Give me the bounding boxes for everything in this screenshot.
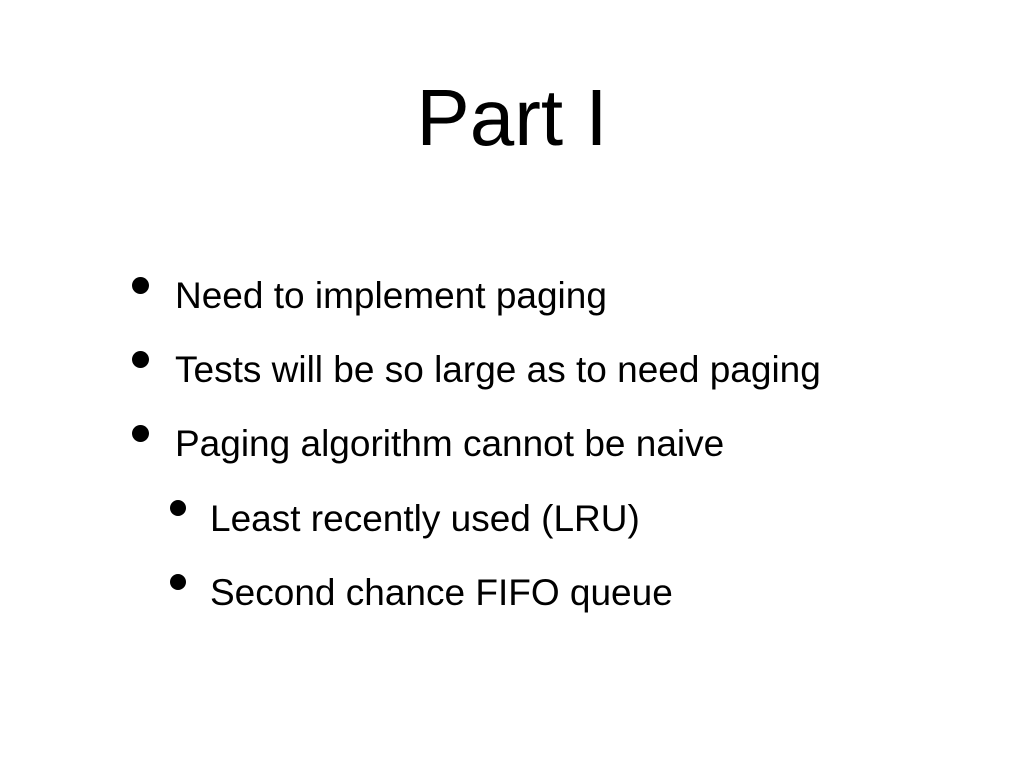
bullet-text: Tests will be so large as to need paging <box>175 349 821 390</box>
bullet-icon <box>170 574 186 590</box>
bullet-icon <box>132 277 149 294</box>
bullet-text: Paging algorithm cannot be naive <box>175 423 725 464</box>
bullet-text: Need to implement paging <box>175 275 607 316</box>
bullet-icon <box>132 351 149 368</box>
bullet-icon <box>132 425 149 442</box>
bullet-text: Least recently used (LRU) <box>210 498 640 539</box>
bullet-icon <box>170 500 186 516</box>
bullet-text: Second chance FIFO queue <box>210 572 673 613</box>
slide-title: Part I <box>416 73 608 162</box>
